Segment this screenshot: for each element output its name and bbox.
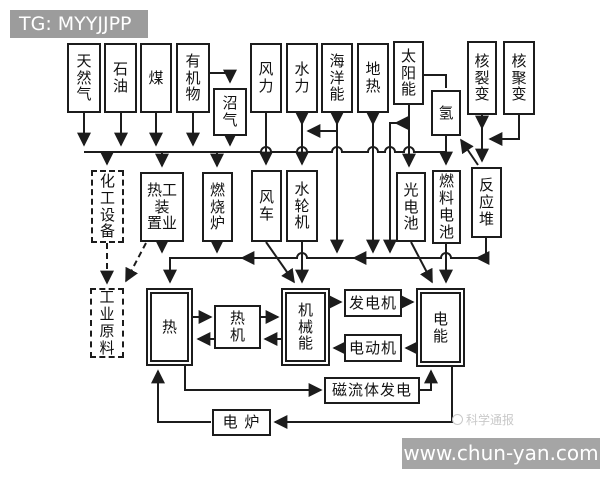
corner-tag: TG: MYYJJPP	[10, 10, 148, 38]
node-windmill: 风 车	[251, 170, 282, 242]
node-mechanical-energy: 机 械 能	[281, 288, 330, 366]
node-nuclear-fission: 核 裂 变	[467, 41, 497, 115]
node-hydro-power: 水 力	[286, 43, 318, 113]
node-wind-power: 风 力	[250, 43, 282, 113]
node-reactor: 反 应 堆	[471, 167, 502, 238]
node-electric-furnace: 电 炉	[212, 409, 271, 436]
node-ocean-energy: 海 洋 能	[321, 43, 353, 113]
node-nuclear-fusion: 核 聚 变	[503, 41, 535, 115]
node-heat-engine: 热 机	[214, 305, 261, 349]
node-generator: 发电机	[344, 289, 402, 317]
node-photocell: 光 电 池	[396, 172, 426, 242]
node-heat: 热	[146, 288, 193, 366]
node-industrial-raw-material: 工 业 原 料	[90, 288, 124, 358]
site-watermark: www.chun-yan.com	[402, 438, 600, 469]
node-combustion-furnace: 燃 烧 炉	[202, 172, 233, 242]
node-natural-gas: 天 然 气	[67, 43, 101, 113]
node-organic-matter: 有 机 物	[176, 43, 210, 113]
node-fuel-cell: 燃 料 电 池	[432, 170, 461, 244]
brand-watermark: 科学通报	[452, 411, 514, 428]
node-thermal-device: 热工 装 置业	[140, 172, 184, 242]
node-solar-energy: 太 阳 能	[393, 41, 424, 105]
brand-logo-icon	[452, 414, 463, 425]
brand-watermark-text: 科学通报	[466, 413, 515, 427]
node-hydrogen: 氢	[431, 90, 461, 136]
node-geothermal: 地 热	[357, 43, 389, 113]
node-chemical-equipment: 化 工 设 备	[91, 170, 124, 243]
node-petroleum: 石 油	[104, 43, 137, 113]
node-coal: 煤	[140, 43, 172, 113]
node-biogas: 沼 气	[213, 88, 247, 136]
node-electric-motor: 电动机	[344, 334, 402, 362]
node-mhd-generation: 磁流体发电	[324, 377, 420, 404]
node-water-turbine: 水 轮 机	[286, 170, 318, 242]
node-electric-energy: 电 能	[416, 288, 465, 367]
